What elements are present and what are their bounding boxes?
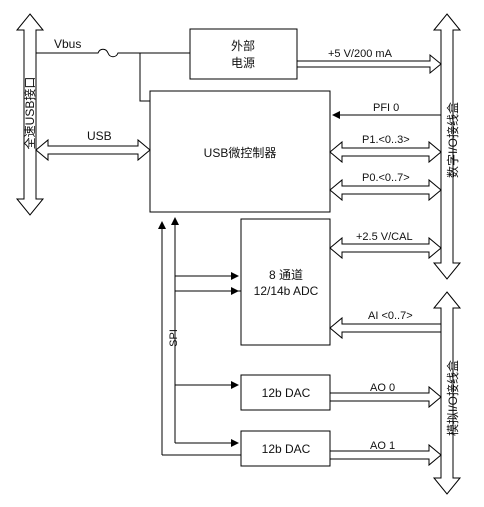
left-usb-bus-arrow <box>15 13 45 216</box>
p1-label: P1.<0..3> <box>362 134 410 146</box>
power-output-arrow <box>296 53 442 75</box>
adc-line1: 8 通道 <box>269 268 303 282</box>
usb-link-label: USB <box>87 129 112 143</box>
vbus-to-mcu-line <box>139 53 150 102</box>
usb-microcontroller-label: USB微控制器 <box>204 146 277 160</box>
ao1-bus-arrow <box>329 443 442 467</box>
vbus-line <box>36 48 190 58</box>
adc-block <box>240 218 331 346</box>
usb-link-arrow <box>35 138 151 162</box>
dac0-block <box>240 374 331 411</box>
spi-label: SPI <box>168 329 180 347</box>
p0-bus-arrow <box>329 178 442 202</box>
external-power-line1: 外部 <box>231 38 255 53</box>
pfi-label: PFI 0 <box>373 102 399 114</box>
usb-microcontroller-block <box>149 90 331 213</box>
left-usb-bus-label: 全速USB接口 <box>22 77 37 150</box>
cal-label: +2.5 V/CAL <box>356 231 413 243</box>
digital-io-connector-label: 数字I/O接线盒 <box>445 102 460 178</box>
digital-io-connector-arrow <box>432 13 462 280</box>
adc-line2: 12/14b ADC <box>254 284 319 298</box>
vbus-label: Vbus <box>54 37 81 51</box>
ai-bus-arrow <box>329 316 442 340</box>
p1-bus-arrow <box>329 140 442 164</box>
ao0-label: AO 0 <box>370 382 395 394</box>
power-output-label: +5 V/200 mA <box>328 48 393 60</box>
ai-label: AI <0..7> <box>368 310 413 322</box>
dac0-label: 12b DAC <box>262 386 311 400</box>
ao0-bus-arrow <box>329 385 442 409</box>
p0-label: P0.<0..7> <box>362 172 410 184</box>
external-power-line2: 电源 <box>231 56 255 70</box>
external-power-block <box>189 28 298 80</box>
ao1-label: AO 1 <box>370 440 395 452</box>
analog-io-connector-arrow <box>432 291 462 495</box>
dac1-label: 12b DAC <box>262 442 311 456</box>
dac1-block <box>240 430 331 467</box>
analog-io-connector-label: 模拟I/O接线盒 <box>445 360 460 436</box>
cal-bus-arrow <box>329 236 442 260</box>
